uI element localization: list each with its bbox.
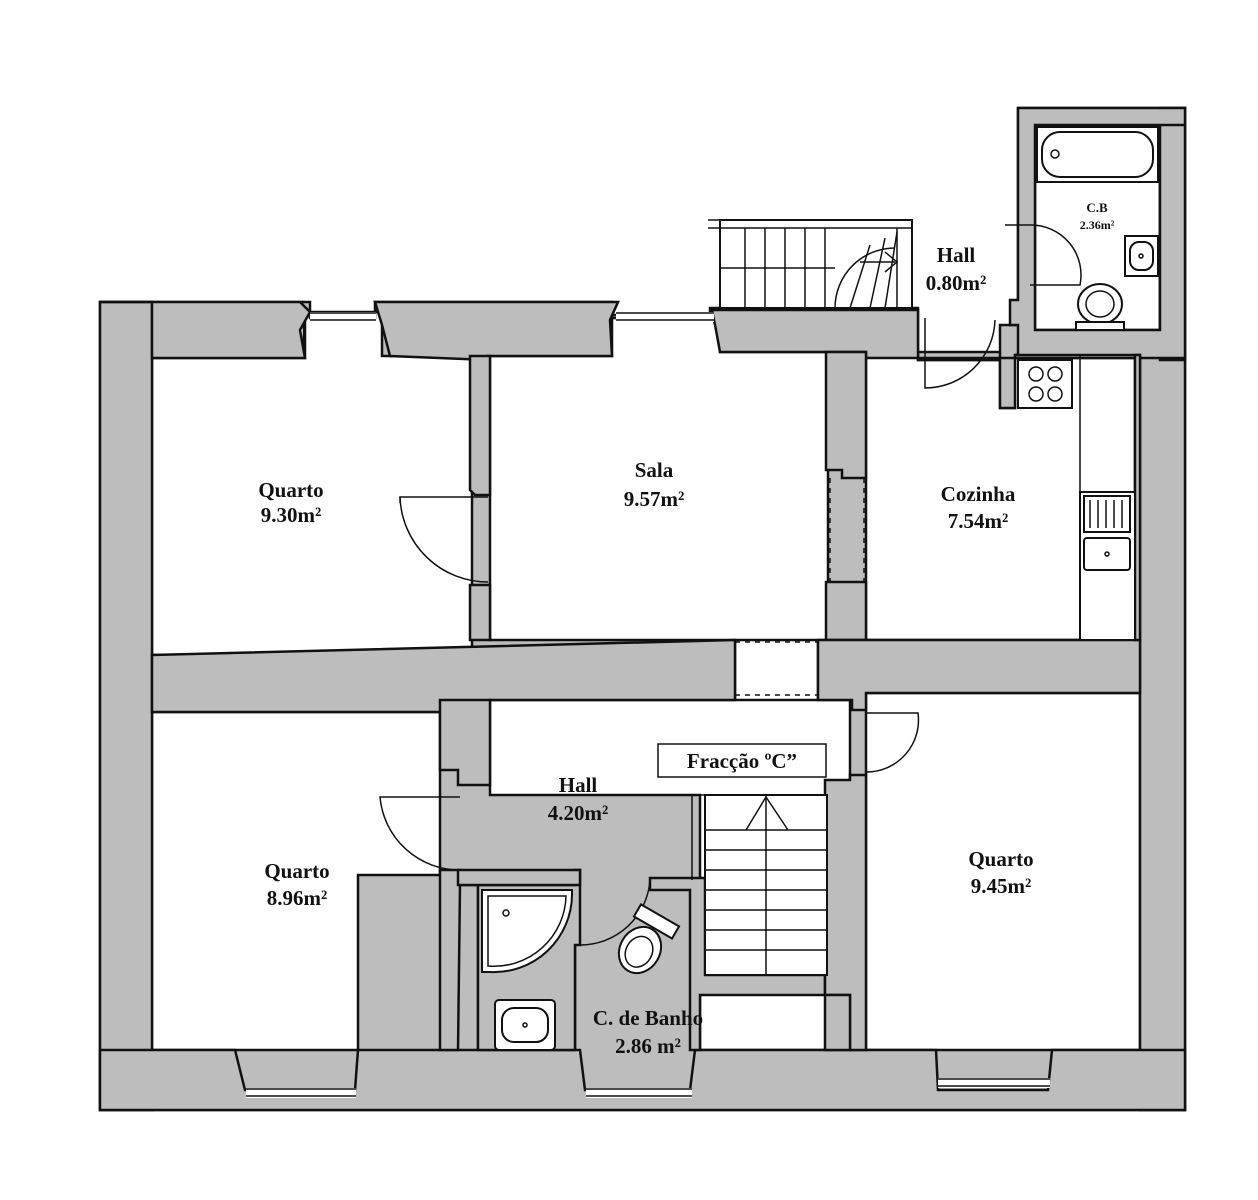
upper-stairs xyxy=(708,219,913,309)
wall-north-2 xyxy=(373,300,620,362)
wall-hall-left xyxy=(438,698,492,787)
doors xyxy=(379,224,1082,946)
wall-stair-box xyxy=(823,993,852,1052)
wall-east xyxy=(1138,353,1187,1112)
room-name-cb: C.B xyxy=(1086,200,1108,215)
center-stairs xyxy=(691,794,828,976)
wall-sala-cozinha-upper xyxy=(824,350,868,480)
kitchen-fixtures xyxy=(1017,355,1136,641)
fraction-label: Fracção ºC” xyxy=(687,749,797,773)
room-name-hall-center: Hall xyxy=(559,773,598,797)
banho-fixtures xyxy=(481,889,681,1051)
wall-sala-cozinha-lower xyxy=(824,580,868,642)
wall-middle-right xyxy=(816,638,1142,712)
room-area-quarto-se: 9.45m² xyxy=(971,874,1032,898)
fraction-label-box xyxy=(657,743,827,778)
wall-north-1 xyxy=(100,300,312,360)
wall-north-3 xyxy=(710,308,920,360)
room-area-cb: 2.36m² xyxy=(1080,218,1115,232)
room-name-quarto-se: Quarto xyxy=(968,847,1033,871)
room-name-quarto-nw: Quarto xyxy=(258,478,323,502)
wall-cb xyxy=(1008,106,1187,360)
room-area-cozinha: 7.54m² xyxy=(948,509,1009,533)
wall-quarto-sala-lower xyxy=(468,583,492,642)
room-name-hall-small: Hall xyxy=(937,243,976,267)
room-name-quarto-sw: Quarto xyxy=(264,859,329,883)
windows xyxy=(246,312,1050,1098)
openings xyxy=(735,478,865,696)
wall-cozinha-top xyxy=(916,353,1142,410)
cb-fixtures xyxy=(1036,126,1159,331)
room-name-banho: C. de Banho xyxy=(593,1006,703,1030)
room-name-cozinha: Cozinha xyxy=(941,482,1016,506)
room-area-quarto-sw: 8.96m² xyxy=(267,886,328,910)
room-area-hall-center: 4.20m² xyxy=(548,801,609,825)
room-area-quarto-nw: 9.30m² xyxy=(261,503,322,527)
wall-quarto-sala xyxy=(468,354,492,497)
room-area-hall-small: 0.80m² xyxy=(926,271,987,295)
room-area-sala: 9.57m² xyxy=(624,487,685,511)
wall-banho-top xyxy=(456,868,582,887)
room-name-sala: Sala xyxy=(635,458,674,482)
room-area-banho: 2.86 m² xyxy=(615,1034,681,1058)
wall-west xyxy=(98,300,154,1112)
